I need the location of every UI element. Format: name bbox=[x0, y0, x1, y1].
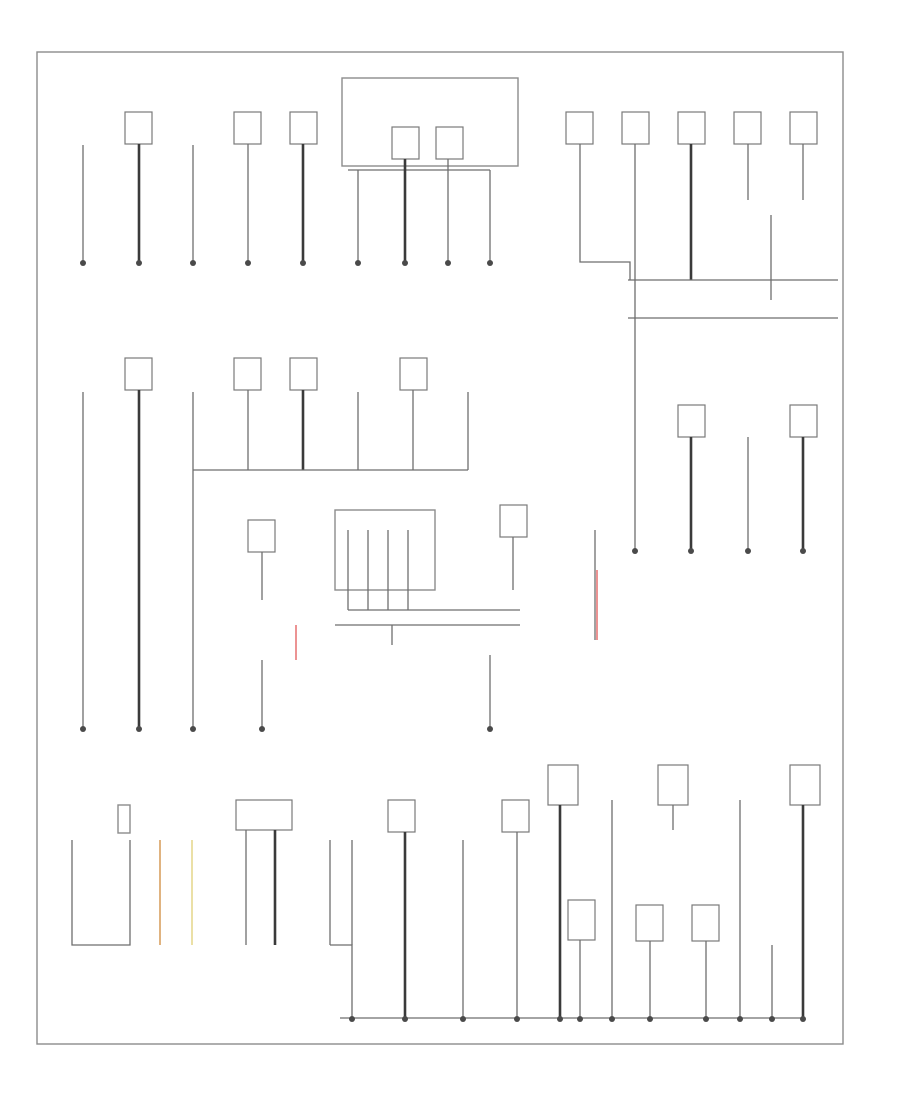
component-box bbox=[233, 357, 262, 391]
component-box bbox=[789, 404, 818, 438]
relay-block-group bbox=[341, 77, 519, 266]
relay-box bbox=[391, 126, 420, 160]
component-box bbox=[399, 357, 428, 391]
component-box bbox=[124, 357, 153, 391]
component-box bbox=[247, 519, 276, 553]
component-box bbox=[547, 764, 579, 806]
relay-box bbox=[435, 126, 464, 160]
component-box bbox=[289, 357, 318, 391]
middle-left-components bbox=[80, 357, 469, 732]
component-box bbox=[565, 111, 594, 145]
component-box bbox=[621, 111, 650, 145]
bottom-components bbox=[71, 764, 821, 1022]
component-box bbox=[124, 111, 153, 145]
component-box bbox=[677, 111, 706, 145]
top-right-components bbox=[565, 111, 838, 554]
component-box bbox=[501, 799, 530, 833]
middle-right-components bbox=[677, 404, 818, 554]
component-box bbox=[567, 899, 596, 941]
component-box bbox=[387, 799, 416, 833]
component-box bbox=[789, 111, 818, 145]
component-box bbox=[289, 111, 318, 145]
component-box bbox=[499, 504, 528, 538]
central-module-group bbox=[247, 504, 598, 732]
component-box bbox=[657, 764, 689, 806]
component-box bbox=[233, 111, 262, 145]
component-box bbox=[677, 404, 706, 438]
component-box bbox=[635, 904, 664, 942]
component-box bbox=[691, 904, 720, 942]
component-box bbox=[235, 799, 293, 831]
diagram-frame bbox=[36, 51, 844, 1045]
component-box bbox=[789, 764, 821, 806]
component-box bbox=[733, 111, 762, 145]
top-left-components bbox=[80, 111, 318, 266]
